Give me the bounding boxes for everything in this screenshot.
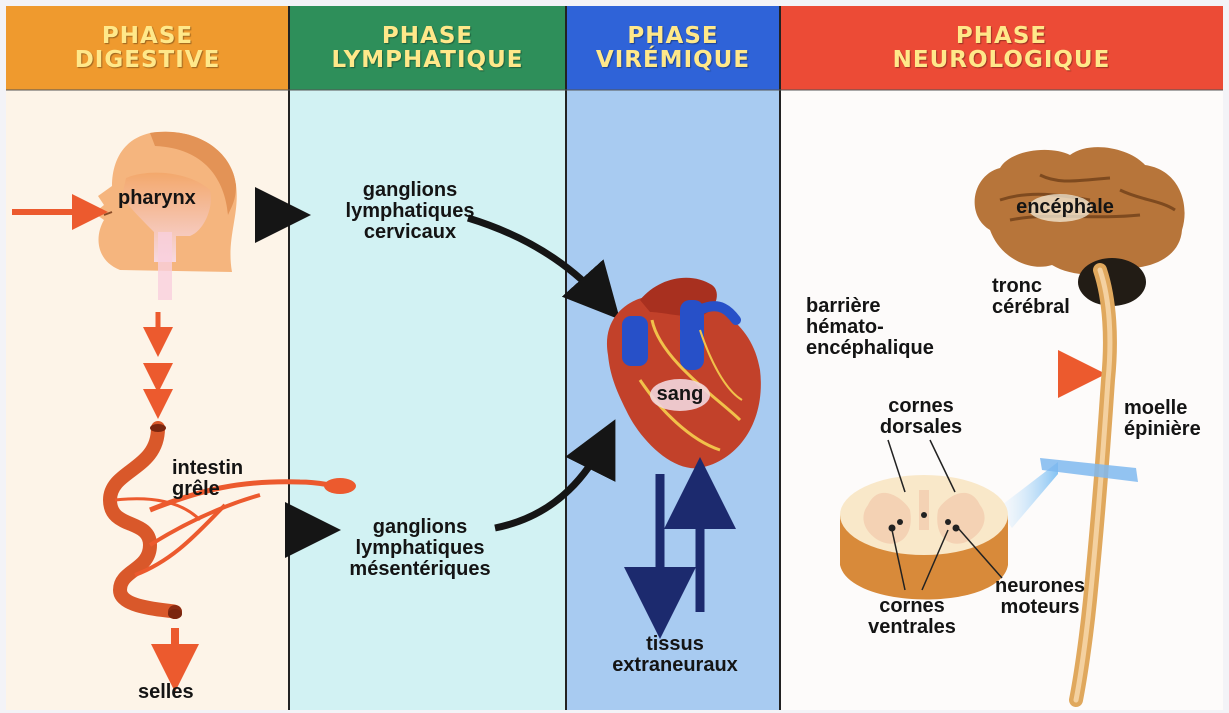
label-gl-cerv-line2: lymphatiques — [320, 201, 500, 222]
label-moelle-line2: épinière — [1124, 419, 1201, 440]
header-digestive: PHASE DIGESTIVE — [6, 6, 289, 90]
label-gl-mes-line3: mésentériques — [330, 559, 510, 580]
label-barriere-line3: encéphalique — [806, 338, 934, 359]
header-lymphatique: PHASE LYMPHATIQUE — [289, 6, 566, 90]
header-lymphatique-line1: PHASE — [382, 24, 473, 48]
label-intestin-line2: grêle — [172, 479, 243, 500]
label-tissus-line1: tissus — [590, 634, 760, 655]
label-ganglions-cervicaux: ganglions lymphatiques cervicaux — [320, 180, 500, 243]
label-tronc-line1: tronc — [992, 276, 1070, 297]
label-neurones-moteurs: neurones moteurs — [980, 576, 1100, 618]
label-tissus-extraneuraux: tissus extraneuraux — [590, 634, 760, 676]
label-gl-mes-line1: ganglions — [330, 517, 510, 538]
label-barriere-line1: barrière — [806, 296, 934, 317]
header-viremique: PHASE VIRÉMIQUE — [566, 6, 780, 90]
label-neurones-line2: moteurs — [980, 597, 1100, 618]
header-neurologique-line2: NEUROLOGIQUE — [893, 48, 1111, 72]
label-moelle-epiniere: moelle épinière — [1124, 398, 1201, 440]
label-tronc-cerebral: tronc cérébral — [992, 276, 1070, 318]
label-cornes-dorsales: cornes dorsales — [866, 396, 976, 438]
header-viremique-line1: PHASE — [627, 24, 718, 48]
label-selles: selles — [138, 682, 194, 703]
label-barriere-line2: hémato- — [806, 317, 934, 338]
label-tronc-line2: cérébral — [992, 297, 1070, 318]
label-intestin-line1: intestin — [172, 458, 243, 479]
label-neurones-line1: neurones — [980, 576, 1100, 597]
label-gl-cerv-line3: cervicaux — [320, 222, 500, 243]
label-sang: sang — [650, 384, 710, 405]
label-barriere: barrière hémato- encéphalique — [806, 296, 934, 359]
label-moelle-line1: moelle — [1124, 398, 1201, 419]
label-gl-cerv-line1: ganglions — [320, 180, 500, 201]
label-encephale: encéphale — [1010, 197, 1120, 218]
header-neurologique: PHASE NEUROLOGIQUE — [780, 6, 1223, 90]
header-digestive-line2: DIGESTIVE — [75, 48, 221, 72]
label-cornes-v-line1: cornes — [852, 596, 972, 617]
label-cornes-ventrales: cornes ventrales — [852, 596, 972, 638]
label-cornes-d-line2: dorsales — [866, 417, 976, 438]
header-lymphatique-line2: LYMPHATIQUE — [332, 48, 524, 72]
label-cornes-v-line2: ventrales — [852, 617, 972, 638]
label-cornes-d-line1: cornes — [866, 396, 976, 417]
header-digestive-line1: PHASE — [102, 24, 193, 48]
label-gl-mes-line2: lymphatiques — [330, 538, 510, 559]
header-neurologique-line1: PHASE — [956, 24, 1047, 48]
label-intestin: intestin grêle — [172, 458, 243, 500]
label-pharynx: pharynx — [118, 188, 196, 209]
label-tissus-line2: extraneuraux — [590, 655, 760, 676]
label-ganglions-mesenteriques: ganglions lymphatiques mésentériques — [330, 517, 510, 580]
header-viremique-line2: VIRÉMIQUE — [596, 48, 750, 72]
